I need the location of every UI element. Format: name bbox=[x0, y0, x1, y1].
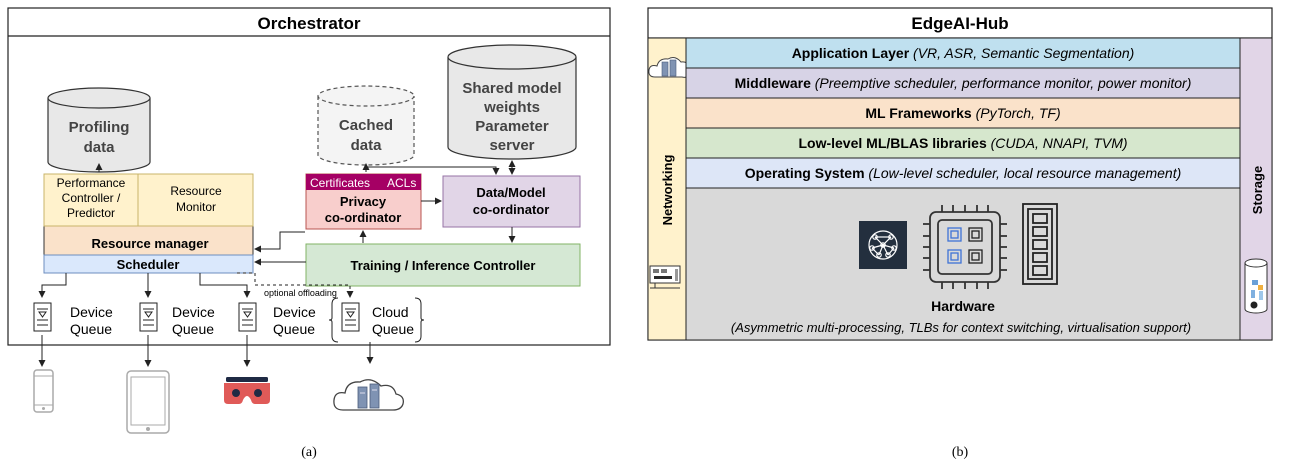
profiling-data-cylinder: Profiling data bbox=[47, 87, 151, 173]
orchestrator-arrows bbox=[38, 160, 516, 367]
hardware-detail: (Asymmetric multi-processing, TLBs for c… bbox=[731, 320, 1191, 335]
svg-text:ML Frameworks (PyTorch, TF): ML Frameworks (PyTorch, TF) bbox=[865, 105, 1060, 121]
layer-application-title: Application Layer bbox=[792, 45, 910, 61]
networking-label: Networking bbox=[660, 155, 675, 226]
orchestrator-title: Orchestrator bbox=[258, 14, 361, 33]
layer-middleware-title: Middleware bbox=[735, 75, 811, 91]
resmon-label-1: Resource bbox=[170, 184, 222, 198]
edgeai-hub-title: EdgeAI-Hub bbox=[911, 14, 1008, 33]
certificates-label: Certificates bbox=[310, 176, 370, 190]
data-model-coordinator: Data/Model co-ordinator bbox=[442, 175, 581, 228]
queue-4-label-1: Cloud bbox=[372, 304, 409, 320]
profiling-label-1: Profiling bbox=[69, 119, 130, 136]
device-queue-2: Device Queue bbox=[139, 302, 215, 337]
queue-4-label-2: Queue bbox=[372, 321, 414, 337]
offload-label: optional offloading bbox=[264, 288, 337, 298]
memory-icon bbox=[1022, 203, 1058, 285]
layer-hardware bbox=[685, 187, 1241, 341]
privacy-label-1: Privacy bbox=[340, 194, 387, 209]
layer-os: Operating System (Low-level scheduler, l… bbox=[685, 157, 1241, 189]
caption-b: (b) bbox=[952, 445, 969, 460]
queue-3-label-2: Queue bbox=[273, 321, 315, 337]
shared-label-2: weights bbox=[483, 99, 540, 116]
shared-label-3: Parameter bbox=[475, 118, 549, 135]
tablet-icon bbox=[126, 370, 170, 434]
resource-manager-label: Resource manager bbox=[91, 236, 208, 251]
device-queue-1: Device Queue bbox=[33, 302, 113, 337]
queue-2-label-1: Device bbox=[172, 304, 215, 320]
shared-label-4: server bbox=[489, 137, 534, 154]
layer-ml-frameworks: ML Frameworks (PyTorch, TF) bbox=[685, 97, 1241, 129]
layer-os-title: Operating System bbox=[745, 165, 865, 181]
layer-application: Application Layer (VR, ASR, Semantic Seg… bbox=[685, 37, 1241, 69]
training-label: Training / Inference Controller bbox=[351, 258, 536, 273]
layer-middleware: Middleware (Preemptive scheduler, perfor… bbox=[685, 67, 1241, 99]
privacy-label-2: co-ordinator bbox=[325, 210, 402, 225]
layer-middleware-detail: (Preemptive scheduler, performance monit… bbox=[811, 75, 1192, 91]
resource-manager-block: Performance Controller / Predictor Resou… bbox=[43, 173, 254, 256]
profiling-label-2: data bbox=[84, 139, 116, 156]
layer-blas-detail: (CUDA, NNAPI, TVM) bbox=[987, 135, 1128, 151]
layer-ml-frameworks-title: ML Frameworks bbox=[865, 105, 972, 121]
shared-label-1: Shared model bbox=[462, 80, 561, 97]
cloud-servers-icon bbox=[333, 379, 404, 411]
layer-blas: Low-level ML/BLAS libraries (CUDA, NNAPI… bbox=[685, 127, 1241, 159]
network-card-icon bbox=[649, 265, 681, 289]
networking-column: Networking bbox=[647, 37, 687, 341]
svg-text:Operating System (Low-level sc: Operating System (Low-level scheduler, l… bbox=[745, 165, 1182, 181]
cached-label-1: Cached bbox=[339, 117, 393, 134]
datamodel-label-2: co-ordinator bbox=[473, 202, 550, 217]
resmon-label-2: Monitor bbox=[176, 200, 216, 214]
vr-headset-icon bbox=[224, 377, 270, 404]
neural-network-icon bbox=[859, 221, 907, 269]
layer-blas-title: Low-level ML/BLAS libraries bbox=[798, 135, 986, 151]
cloud-queue: Cloud Queue bbox=[328, 297, 425, 343]
svg-text:Low-level ML/BLAS libraries (C: Low-level ML/BLAS libraries (CUDA, NNAPI… bbox=[798, 135, 1127, 151]
cached-data-cylinder: Cached data bbox=[317, 85, 415, 166]
smartphone-icon bbox=[33, 369, 54, 413]
datamodel-label-1: Data/Model bbox=[476, 185, 545, 200]
queue-1-label-1: Device bbox=[70, 304, 113, 320]
cached-label-2: data bbox=[351, 137, 383, 154]
queue-3-label-1: Device bbox=[273, 304, 316, 320]
svg-text:Middleware (Preemptive schedul: Middleware (Preemptive scheduler, perfor… bbox=[735, 75, 1192, 91]
scheduler-block: Scheduler bbox=[43, 254, 254, 274]
perf-label-2: Controller / bbox=[62, 191, 121, 205]
caption-a: (a) bbox=[301, 445, 317, 460]
perf-label-1: Performance bbox=[57, 176, 126, 190]
acl-label: ACLs bbox=[387, 176, 416, 190]
queue-1-label-2: Queue bbox=[70, 321, 112, 337]
device-queue-3: Device Queue bbox=[238, 302, 316, 337]
svg-text:Application Layer (VR, ASR, Se: Application Layer (VR, ASR, Semantic Seg… bbox=[792, 45, 1135, 61]
storage-label: Storage bbox=[1250, 166, 1265, 214]
layer-application-detail: (VR, ASR, Semantic Segmentation) bbox=[909, 45, 1134, 61]
storage-disk-icon bbox=[1244, 258, 1268, 314]
layer-ml-frameworks-detail: (PyTorch, TF) bbox=[972, 105, 1061, 121]
shared-model-cylinder: Shared model weights Parameter server bbox=[447, 44, 577, 160]
queue-2-label-2: Queue bbox=[172, 321, 214, 337]
scheduler-label: Scheduler bbox=[117, 257, 180, 272]
core-icons bbox=[947, 227, 983, 264]
privacy-coordinator: Certificates ACLs Privacy co-ordinator bbox=[305, 173, 422, 230]
hardware-label: Hardware bbox=[931, 298, 995, 314]
training-inference-controller: Training / Inference Controller bbox=[305, 243, 581, 287]
perf-label-3: Predictor bbox=[67, 206, 115, 220]
cpu-chip-icon bbox=[923, 205, 1007, 289]
layer-os-detail: (Low-level scheduler, local resource man… bbox=[865, 165, 1182, 181]
